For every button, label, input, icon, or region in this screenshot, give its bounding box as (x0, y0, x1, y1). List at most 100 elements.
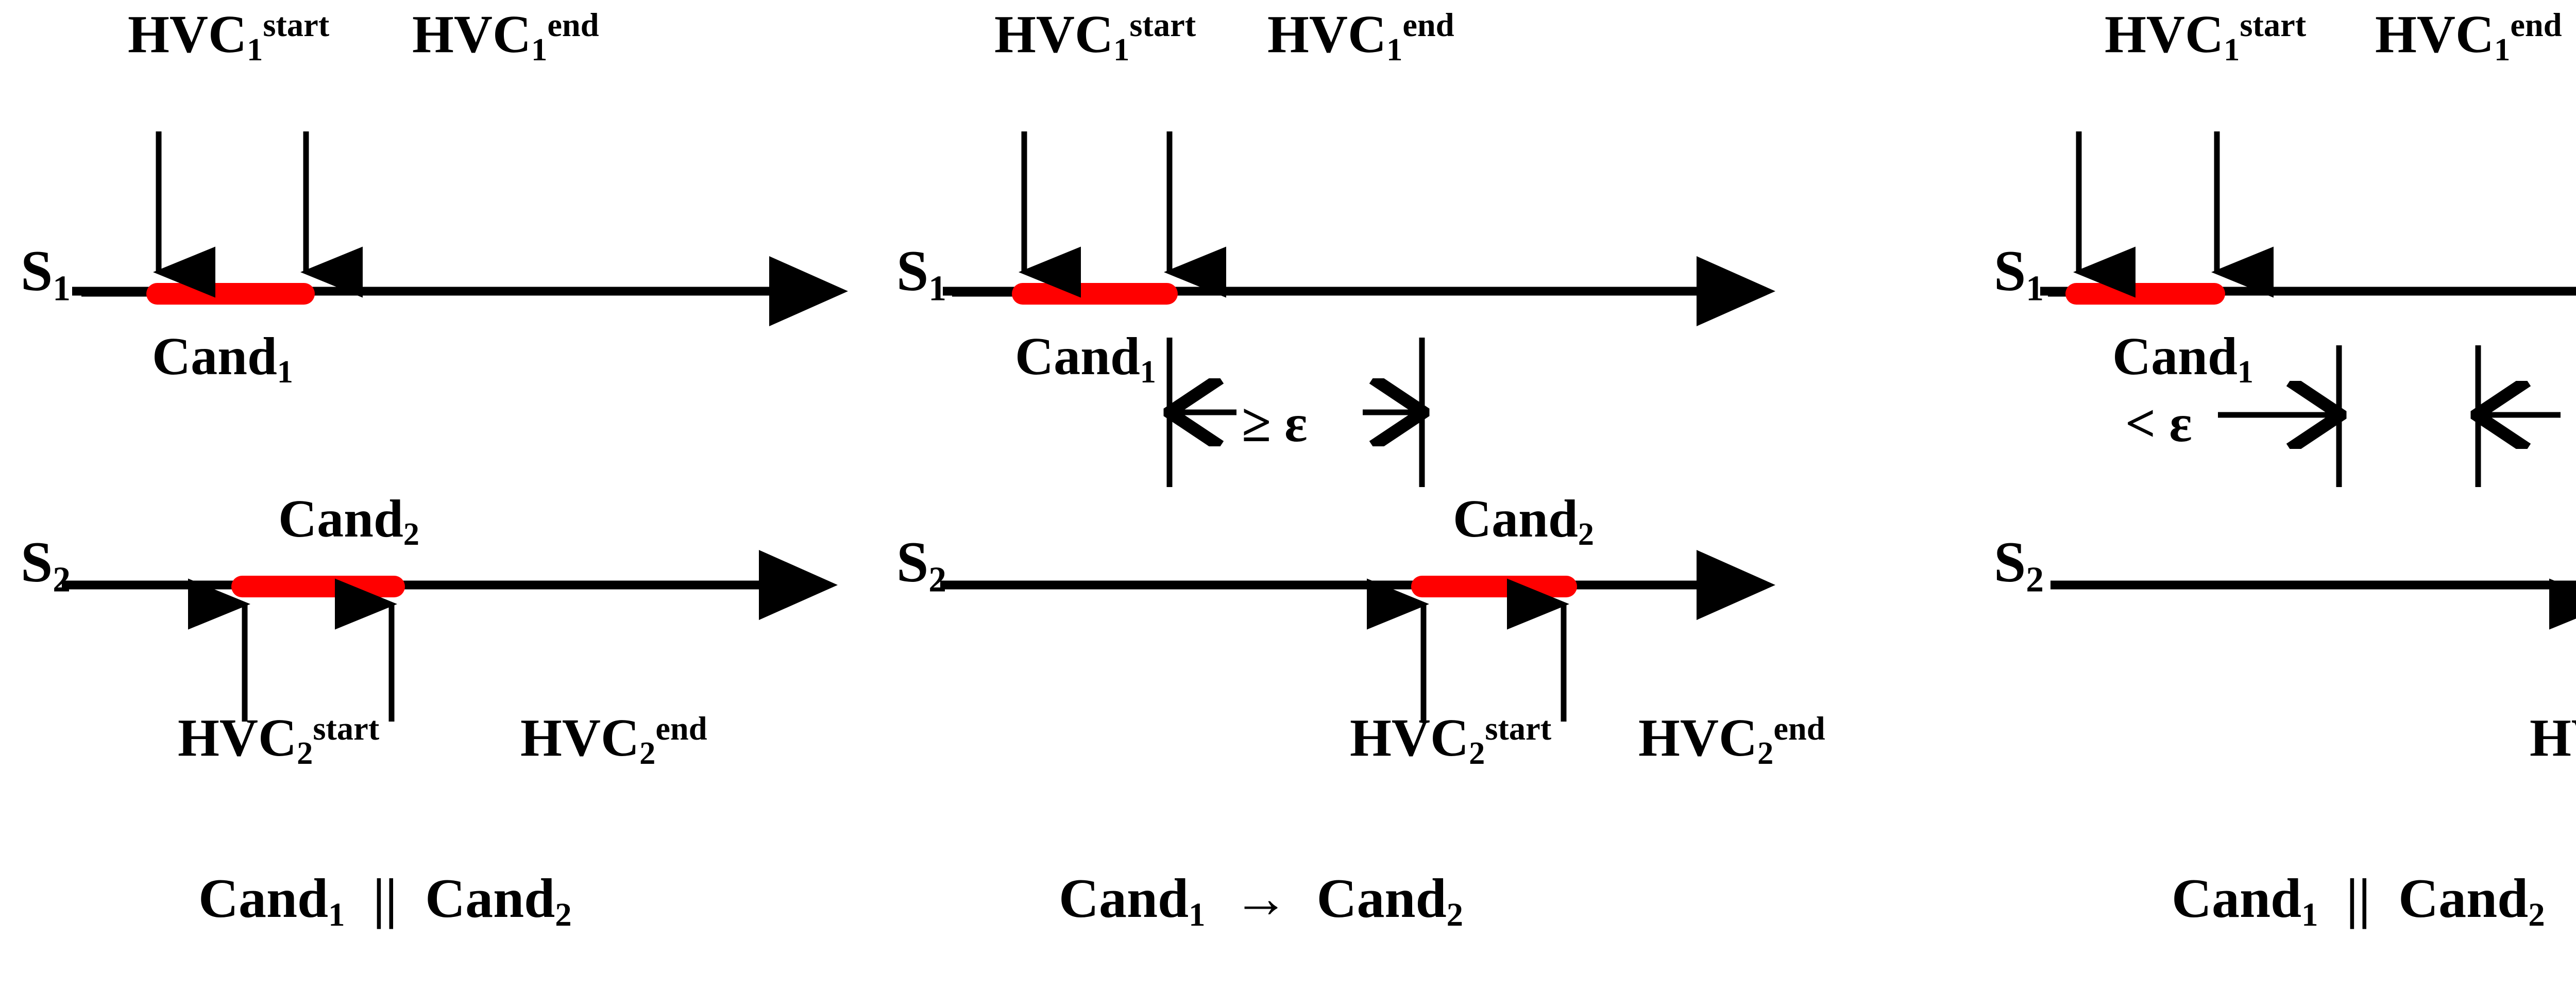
hvc1-start-label-p2: HVC1start (994, 8, 1196, 66)
hvc1-end-label-p3: HVC1end (2375, 8, 2562, 66)
hvc-text: HVC (2530, 708, 2576, 767)
caption-p1: Cand1 || Cand2 (198, 871, 572, 932)
caption-p3: Cand1 || Cand2 (2172, 871, 2545, 932)
hvc-text: HVC (128, 5, 247, 64)
hvc-subscript: 1 (247, 32, 263, 68)
hvc-subscript: 2 (639, 735, 656, 772)
caption-right-sub: 2 (555, 896, 572, 933)
sequence-label-s1-p2: S1 (896, 242, 946, 307)
hvc-text: HVC (2105, 5, 2224, 64)
hvc2-end-label-p1: HVC2end (520, 711, 707, 770)
sequence-label-s2-p2: S2 (896, 533, 946, 598)
s1-text: S (896, 239, 929, 303)
cand2-label-p1: Cand2 (278, 492, 419, 551)
cand-subscript: 2 (403, 516, 419, 553)
cand1-label-p1: Cand1 (152, 330, 293, 389)
hvc1-start-label-p1: HVC1start (128, 8, 329, 66)
cand-text: Cand (2112, 327, 2238, 386)
hvc-superscript: end (1402, 7, 1454, 44)
sequence-label-s1-p3: S1 (1994, 242, 2044, 307)
caption-right: Cand (1316, 868, 1447, 929)
caption-left: Cand (2172, 868, 2302, 929)
panel-1-graphics (62, 131, 848, 722)
hvc-superscript: end (1773, 710, 1825, 747)
caption-left-sub: 1 (2301, 896, 2318, 933)
cand1-label-p2: Cand1 (1015, 330, 1156, 389)
cand-subscript: 1 (1140, 354, 1156, 390)
panel-2-graphics (940, 131, 1775, 722)
sequence-label-s1-p1: S1 (21, 242, 71, 307)
hvc-subscript: 2 (1757, 735, 1774, 772)
caption-right: Cand (2398, 868, 2529, 929)
hvc-subscript: 1 (2224, 32, 2240, 68)
cand-subscript: 1 (277, 354, 293, 390)
s1-text: S (1994, 239, 2026, 303)
sequence-label-s2-p3: S2 (1994, 533, 2044, 598)
hvc2-start-label-p1: HVC2start (178, 711, 379, 770)
caption-operator: || (2346, 868, 2371, 929)
caption-operator: → (1233, 868, 1289, 929)
hvc-text: HVC (1267, 5, 1387, 64)
panel-3-graphics (2040, 131, 2576, 630)
caption-left-sub: 1 (328, 896, 345, 933)
cand2-label-p2: Cand2 (1453, 492, 1594, 551)
caption-right: Cand (425, 868, 555, 929)
s2-text: S (896, 530, 929, 594)
hvc-text: HVC (520, 708, 640, 767)
hvc-superscript: start (313, 710, 380, 747)
s2-subscript: 2 (53, 560, 71, 600)
hvc-subscript: 2 (297, 735, 313, 772)
hvc2-start-label-p3: HVC2start (2530, 711, 2576, 770)
hvc-text: HVC (2375, 5, 2495, 64)
cand-text: Cand (278, 489, 403, 548)
hvc2-end-label-p2: HVC2end (1638, 711, 1825, 770)
hvc-subscript: 1 (2494, 32, 2511, 68)
hvc-text: HVC (412, 5, 532, 64)
hvc-subscript: 1 (531, 32, 548, 68)
cand-text: Cand (1015, 327, 1140, 386)
s2-subscript: 2 (928, 560, 947, 600)
s2-subscript: 2 (2026, 560, 2044, 600)
caption-right-sub: 2 (1446, 896, 1464, 933)
s1-subscript: 1 (53, 269, 71, 309)
caption-left-sub: 1 (1189, 896, 1206, 933)
hvc-subscript: 1 (1386, 32, 1403, 68)
hvc-text: HVC (178, 708, 297, 767)
hvc1-end-label-p1: HVC1end (412, 8, 599, 66)
gap-epsilon-label-p2: ≥ ε (1242, 397, 1308, 450)
hvc-superscript: start (1485, 710, 1552, 747)
caption-p2: Cand1 → Cand2 (1059, 871, 1463, 932)
panel-3: HVC1start HVC1end S1 Cand1 < ε S2 Cand2 … (1984, 0, 2576, 987)
gap-epsilon-text: < ε (2125, 394, 2192, 453)
cand-subscript: 1 (2237, 354, 2253, 390)
caption-left: Cand (198, 868, 329, 929)
s2-text: S (1994, 530, 2026, 594)
cand-text: Cand (152, 327, 277, 386)
panel-1: HVC1start HVC1end S1 Cand1 S2 Cand2 HVC2… (0, 0, 876, 987)
sequence-label-s2-p1: S2 (21, 533, 71, 598)
hvc-superscript: end (2510, 7, 2562, 44)
hvc1-end-label-p2: HVC1end (1267, 8, 1454, 66)
panel-2: HVC1start HVC1end S1 Cand1 ≥ ε S2 Cand2 … (876, 0, 1825, 987)
hvc-text: HVC (1638, 708, 1758, 767)
hvc-text: HVC (1350, 708, 1469, 767)
caption-left: Cand (1059, 868, 1189, 929)
hvc-superscript: start (2240, 7, 2307, 44)
hvc-subscript: 1 (1113, 32, 1130, 68)
hvc1-start-label-p3: HVC1start (2105, 8, 2306, 66)
cand-text: Cand (1453, 489, 1578, 548)
hvc-subscript: 2 (1469, 735, 1485, 772)
cand-subscript: 2 (1578, 516, 1594, 553)
hvc-superscript: end (547, 7, 599, 44)
s2-text: S (21, 530, 53, 594)
gap-epsilon-label-p3: < ε (2125, 397, 2192, 450)
hvc-superscript: start (1129, 7, 1196, 44)
hvc-superscript: start (263, 7, 330, 44)
hvc-superscript: end (655, 710, 707, 747)
cand1-label-p3: Cand1 (2112, 330, 2253, 389)
caption-right-sub: 2 (2528, 896, 2545, 933)
caption-operator: || (372, 868, 398, 929)
gap-epsilon-text: ≥ ε (1242, 394, 1308, 453)
s1-text: S (21, 239, 53, 303)
